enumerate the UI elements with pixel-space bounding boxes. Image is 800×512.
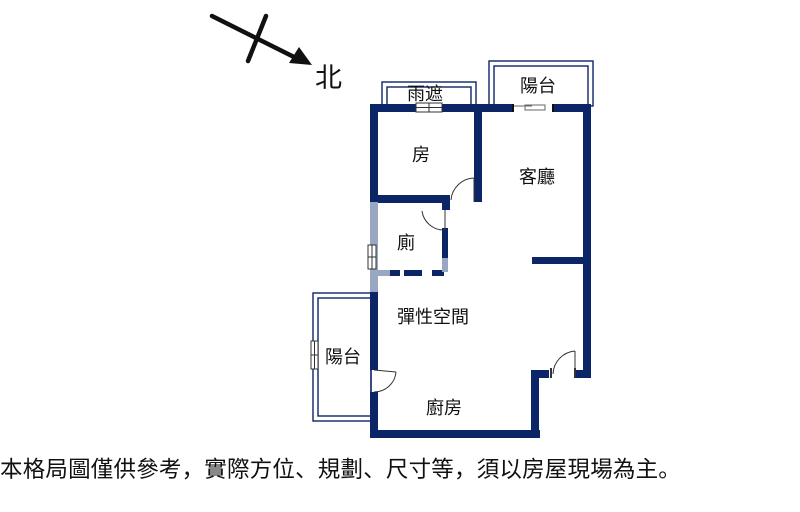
window-bathroom [367,244,377,270]
north-arrow-icon [209,13,312,65]
door-balcony-left [373,369,397,393]
room-label-canopy: 雨遮 [407,84,443,105]
window-balcony-left [310,340,319,370]
room-label-balcony-top: 陽台 [520,76,556,97]
disclaimer-text: 本格局圖僅供參考，實際方位、規劃、尺寸等，須以房屋現場為主。 [0,457,682,483]
door-bathroom [421,210,446,231]
room-label-balcony-left: 陽台 [325,347,361,368]
sliding-door-balcony-top [512,103,554,112]
door-entrance [550,350,576,378]
door-bedroom [450,177,475,202]
room-label-living-room: 客廳 [519,167,555,188]
room-label-bedroom: 房 [412,145,430,166]
compass-label: 北 [315,63,342,94]
window-canopy [415,102,443,113]
walls [370,104,591,438]
room-label-bathroom: 廁 [397,232,415,254]
room-label-kitchen: 廚房 [426,397,462,419]
room-label-flex-space: 彈性空間 [397,307,469,328]
